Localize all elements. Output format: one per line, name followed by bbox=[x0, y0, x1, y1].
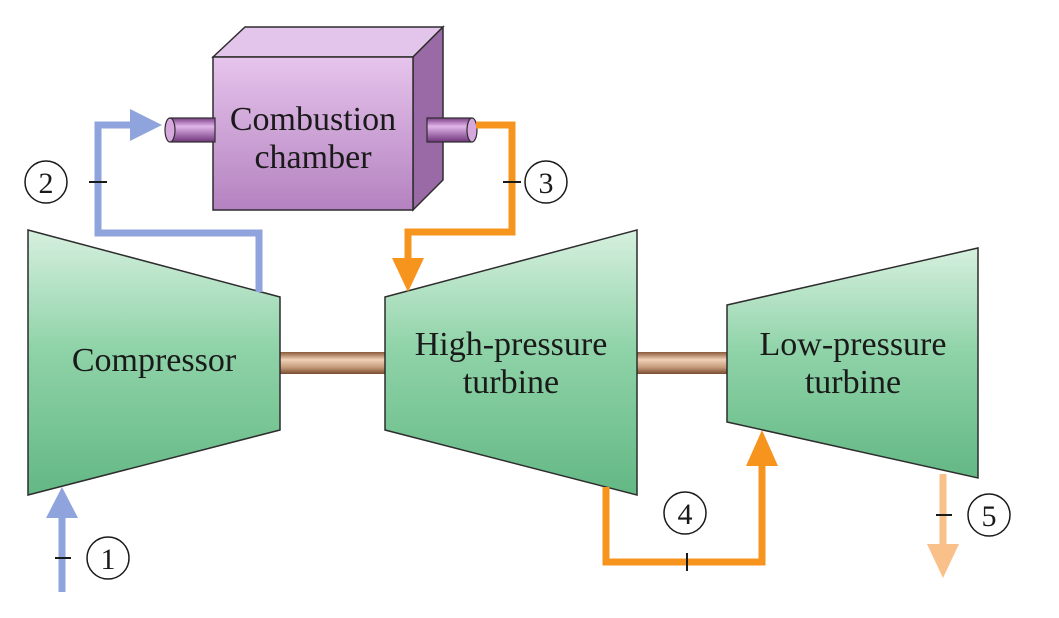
state-5-label: 5 bbox=[982, 500, 997, 533]
state-1-marker: 1 bbox=[86, 536, 130, 580]
chamber-outlet-pipe-end bbox=[466, 117, 478, 143]
combustion-chamber: Combustion chamber bbox=[164, 25, 478, 212]
compressor-body bbox=[27, 229, 281, 496]
compressor-label: Compressor bbox=[72, 342, 237, 379]
combustion-chamber-label-line2: chamber bbox=[254, 139, 372, 176]
low-pressure-turbine-body bbox=[726, 247, 979, 479]
state-5-marker: 5 bbox=[967, 493, 1011, 537]
shaft-compressor-hpt bbox=[278, 352, 388, 374]
high-pressure-turbine-body bbox=[384, 229, 638, 496]
state-2-marker: 2 bbox=[24, 160, 68, 204]
state-4-label: 4 bbox=[678, 498, 693, 531]
chamber-top-face bbox=[211, 26, 445, 58]
flow-state-2-line bbox=[94, 121, 263, 292]
state-4-marker: 4 bbox=[663, 491, 707, 535]
combustion-chamber-label-line1: Combustion bbox=[230, 101, 396, 138]
low-pressure-turbine-label-line1: Low-pressure bbox=[760, 326, 947, 363]
high-pressure-turbine-label-line1: High-pressure bbox=[415, 326, 608, 363]
flow-state-3-line bbox=[404, 121, 516, 262]
state-3-marker: 3 bbox=[524, 160, 568, 204]
chamber-inlet-pipe-end bbox=[164, 117, 176, 143]
shaft-hpt-lpt bbox=[635, 352, 730, 374]
chamber-inlet-pipe bbox=[169, 117, 216, 143]
low-pressure-turbine-label-line2: turbine bbox=[805, 364, 901, 401]
flow-state-5-arrowhead bbox=[927, 544, 959, 578]
state-2-label: 2 bbox=[39, 167, 54, 200]
state-1-label: 1 bbox=[101, 543, 116, 576]
flow-state-3-arrowhead bbox=[392, 258, 424, 292]
high-pressure-turbine-label-line2: turbine bbox=[463, 364, 559, 401]
flow-state-2-arrowhead bbox=[130, 109, 162, 141]
state-3-label: 3 bbox=[539, 167, 554, 200]
flow-state-4-arrowhead bbox=[746, 430, 778, 466]
flow-state-1-arrowhead bbox=[46, 487, 78, 518]
chamber-outlet-pipe bbox=[426, 117, 473, 143]
flow-state-4-line bbox=[602, 462, 766, 566]
